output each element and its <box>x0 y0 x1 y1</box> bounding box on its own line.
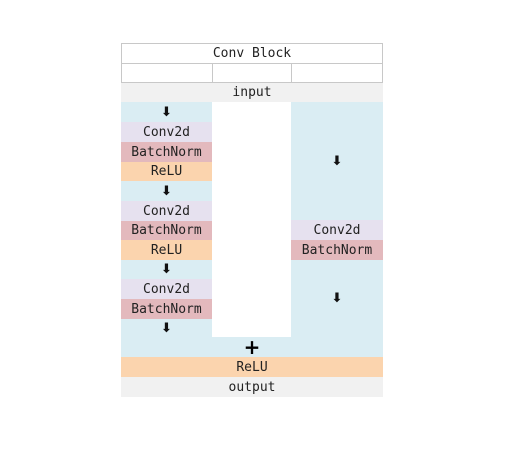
main-relu-1: ReLU <box>121 162 212 181</box>
merge-band <box>121 337 383 357</box>
shortcut-arrow-2-icon: ⬇ <box>331 291 343 306</box>
main-relu-2: ReLU <box>121 240 212 260</box>
main-arrow-2-icon: ⬇ <box>161 183 172 199</box>
merge-plus-icon: + <box>243 335 261 359</box>
main-batchnorm-3: BatchNorm <box>121 299 212 319</box>
main-arrow-1-icon: ⬇ <box>161 105 172 120</box>
output-block: output <box>121 377 383 397</box>
shortcut-batchnorm: BatchNorm <box>291 240 383 260</box>
header-cell-left <box>121 64 213 83</box>
shortcut-arrow-1-icon: ⬇ <box>331 153 343 169</box>
main-arrow-3-icon: ⬇ <box>161 262 172 277</box>
shortcut-conv2d: Conv2d <box>291 220 383 240</box>
main-batchnorm-1: BatchNorm <box>121 142 212 162</box>
input-block: input <box>121 83 383 102</box>
diagram-title: Conv Block <box>121 43 383 64</box>
final-relu: ReLU <box>121 357 383 377</box>
main-conv2d-2: Conv2d <box>121 201 212 221</box>
main-arrow-4-icon: ⬇ <box>161 321 172 336</box>
main-conv2d-1: Conv2d <box>121 122 212 142</box>
header-cell-middle <box>212 64 292 83</box>
header-cell-right <box>291 64 383 83</box>
main-batchnorm-2: BatchNorm <box>121 221 212 240</box>
main-conv2d-3: Conv2d <box>121 279 212 299</box>
conv-block-diagram: Conv Block input ⬇ Conv2d BatchNorm ReLU… <box>121 43 383 397</box>
